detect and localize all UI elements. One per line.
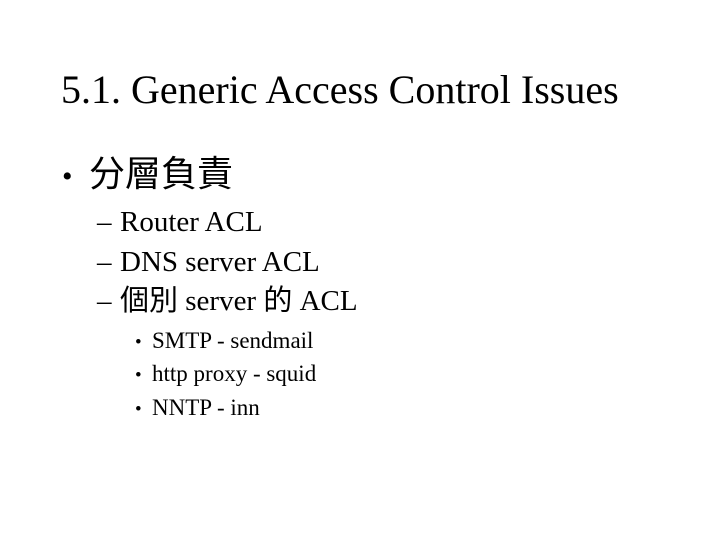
bullet-dot-icon: • (135, 332, 142, 353)
dash-marker-icon: – (97, 246, 112, 278)
outline-item-individual-server-acl: – 個別 server 的 ACL (97, 284, 358, 319)
outline-item-text: NNTP - inn (152, 395, 260, 420)
outline-item-text: DNS server ACL (120, 246, 320, 278)
outline-item-text: http proxy - squid (152, 361, 317, 386)
bullet-dot-icon: • (135, 365, 142, 386)
bullet-dot-icon: • (62, 160, 73, 193)
outline-item-text: Router ACL (120, 206, 263, 238)
dash-marker-icon: – (97, 285, 112, 317)
outline-item-smtp-sendmail: • SMTP - sendmail (135, 327, 313, 355)
outline-item-dns-server-acl: – DNS server ACL (97, 245, 320, 280)
outline-item-text: 分層負責 (89, 154, 234, 194)
outline-item-text: 個別 server 的 ACL (120, 285, 358, 317)
outline-item-nntp-inn: • NNTP - inn (135, 394, 260, 422)
dash-marker-icon: – (97, 206, 112, 238)
bullet-dot-icon: • (135, 399, 142, 420)
outline-item-http-proxy-squid: • http proxy - squid (135, 360, 316, 388)
outline-item-router-acl: – Router ACL (97, 205, 263, 240)
outline-item-level1: • 分層負責 (62, 153, 233, 196)
slide-title: 5.1. Generic Access Control Issues (61, 67, 619, 112)
outline-item-text: SMTP - sendmail (152, 328, 314, 353)
